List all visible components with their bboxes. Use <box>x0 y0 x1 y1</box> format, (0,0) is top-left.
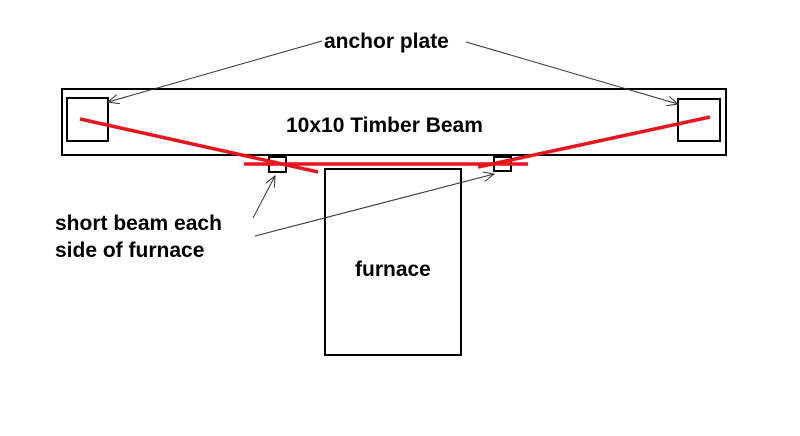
anchor-plate-right <box>677 98 721 142</box>
anchor-plate-arrow-left <box>108 40 323 102</box>
short-beam-label-line1: short beam each <box>55 212 222 235</box>
furnace-box <box>324 168 462 356</box>
short-beam-arrow-right <box>254 174 494 237</box>
timber-beam <box>61 88 727 156</box>
anchor-plate-arrow-right <box>465 41 678 104</box>
short-beam-arrow-left <box>252 176 275 219</box>
anchor-plate-left <box>66 97 109 142</box>
red-cable-right <box>477 115 711 169</box>
furnace-label: furnace <box>355 258 431 281</box>
short-beam-label-line2: side of furnace <box>55 239 204 262</box>
beam-label: 10x10 Timber Beam <box>286 114 483 137</box>
anchor-plate-label: anchor plate <box>324 30 449 53</box>
